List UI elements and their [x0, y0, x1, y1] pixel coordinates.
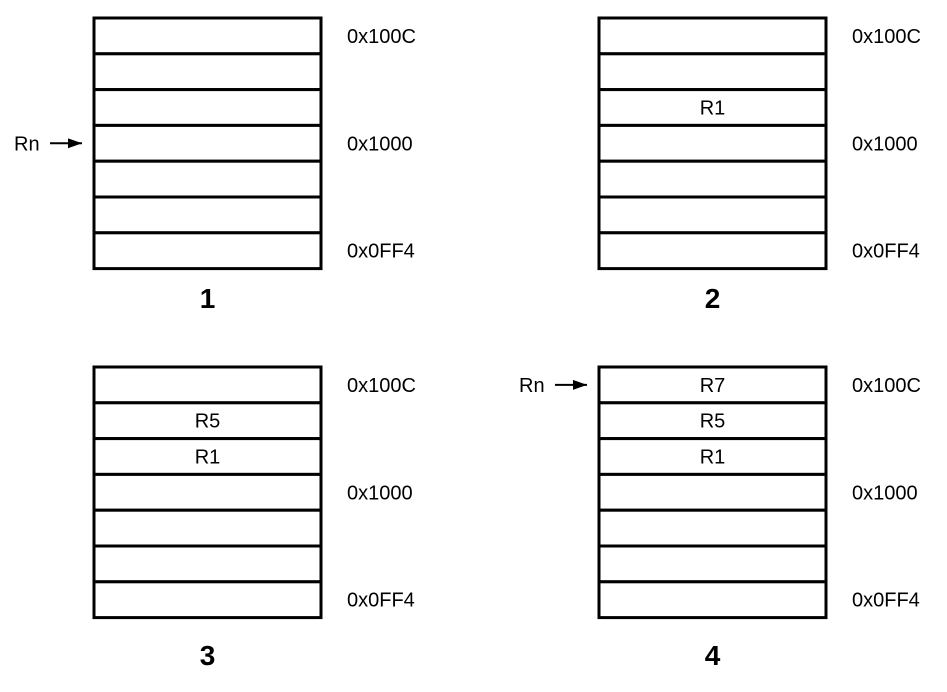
- memory-cell: [92, 544, 323, 584]
- stack-diagram-1: 0x100C 0x1000 0x0FF4 Rn 1: [14, 16, 416, 314]
- memory-cell: [92, 123, 323, 163]
- memory-cell: [597, 401, 828, 441]
- memory-cell: [92, 580, 323, 620]
- diagram-caption: 1: [200, 283, 216, 314]
- diagram-caption: 4: [705, 640, 721, 671]
- memory-cell: [597, 195, 828, 235]
- memory-cell: [92, 159, 323, 199]
- memory-cell: [597, 508, 828, 548]
- memory-cell: [597, 159, 828, 199]
- address-label: 0x1000: [852, 482, 918, 504]
- register-label: R1: [195, 447, 221, 469]
- memory-cell: [92, 472, 323, 512]
- register-label: R1: [700, 447, 726, 469]
- register-label: R7: [700, 375, 726, 397]
- diagram-caption: 3: [200, 640, 216, 671]
- memory-cell: [92, 508, 323, 548]
- memory-cell: [597, 16, 828, 56]
- diagram-caption: 2: [705, 283, 721, 314]
- memory-cell: [597, 580, 828, 620]
- address-label: 0x100C: [852, 375, 921, 397]
- register-label: R5: [195, 411, 221, 433]
- address-label: 0x100C: [347, 26, 416, 48]
- address-label: 0x0FF4: [852, 590, 920, 612]
- address-label: 0x0FF4: [347, 590, 415, 612]
- memory-cell: [597, 437, 828, 476]
- memory-cell: [92, 401, 323, 441]
- memory-cell: [92, 365, 323, 405]
- memory-cell: [597, 472, 828, 512]
- memory-cell: [92, 88, 323, 127]
- pointer-label: Rn: [14, 133, 40, 155]
- address-label: 0x1000: [347, 133, 413, 155]
- memory-cell: [92, 231, 323, 271]
- memory-cell: [92, 52, 323, 92]
- memory-cell: [597, 52, 828, 92]
- address-label: 0x0FF4: [347, 241, 415, 263]
- stack-diagram-2: R1 0x100C 0x1000 0x0FF4 2: [597, 16, 921, 314]
- memory-cell: [597, 544, 828, 584]
- memory-cell: [597, 123, 828, 163]
- address-label: 0x100C: [852, 26, 921, 48]
- memory-cell: [92, 195, 323, 235]
- address-label: 0x0FF4: [852, 241, 920, 263]
- pointer-label: Rn: [519, 375, 545, 397]
- register-label: R1: [700, 98, 726, 120]
- address-label: 0x1000: [852, 133, 918, 155]
- memory-cell: [92, 16, 323, 56]
- register-label: R5: [700, 411, 726, 433]
- address-label: 0x100C: [347, 375, 416, 397]
- address-label: 0x1000: [347, 482, 413, 504]
- memory-cell: [597, 231, 828, 271]
